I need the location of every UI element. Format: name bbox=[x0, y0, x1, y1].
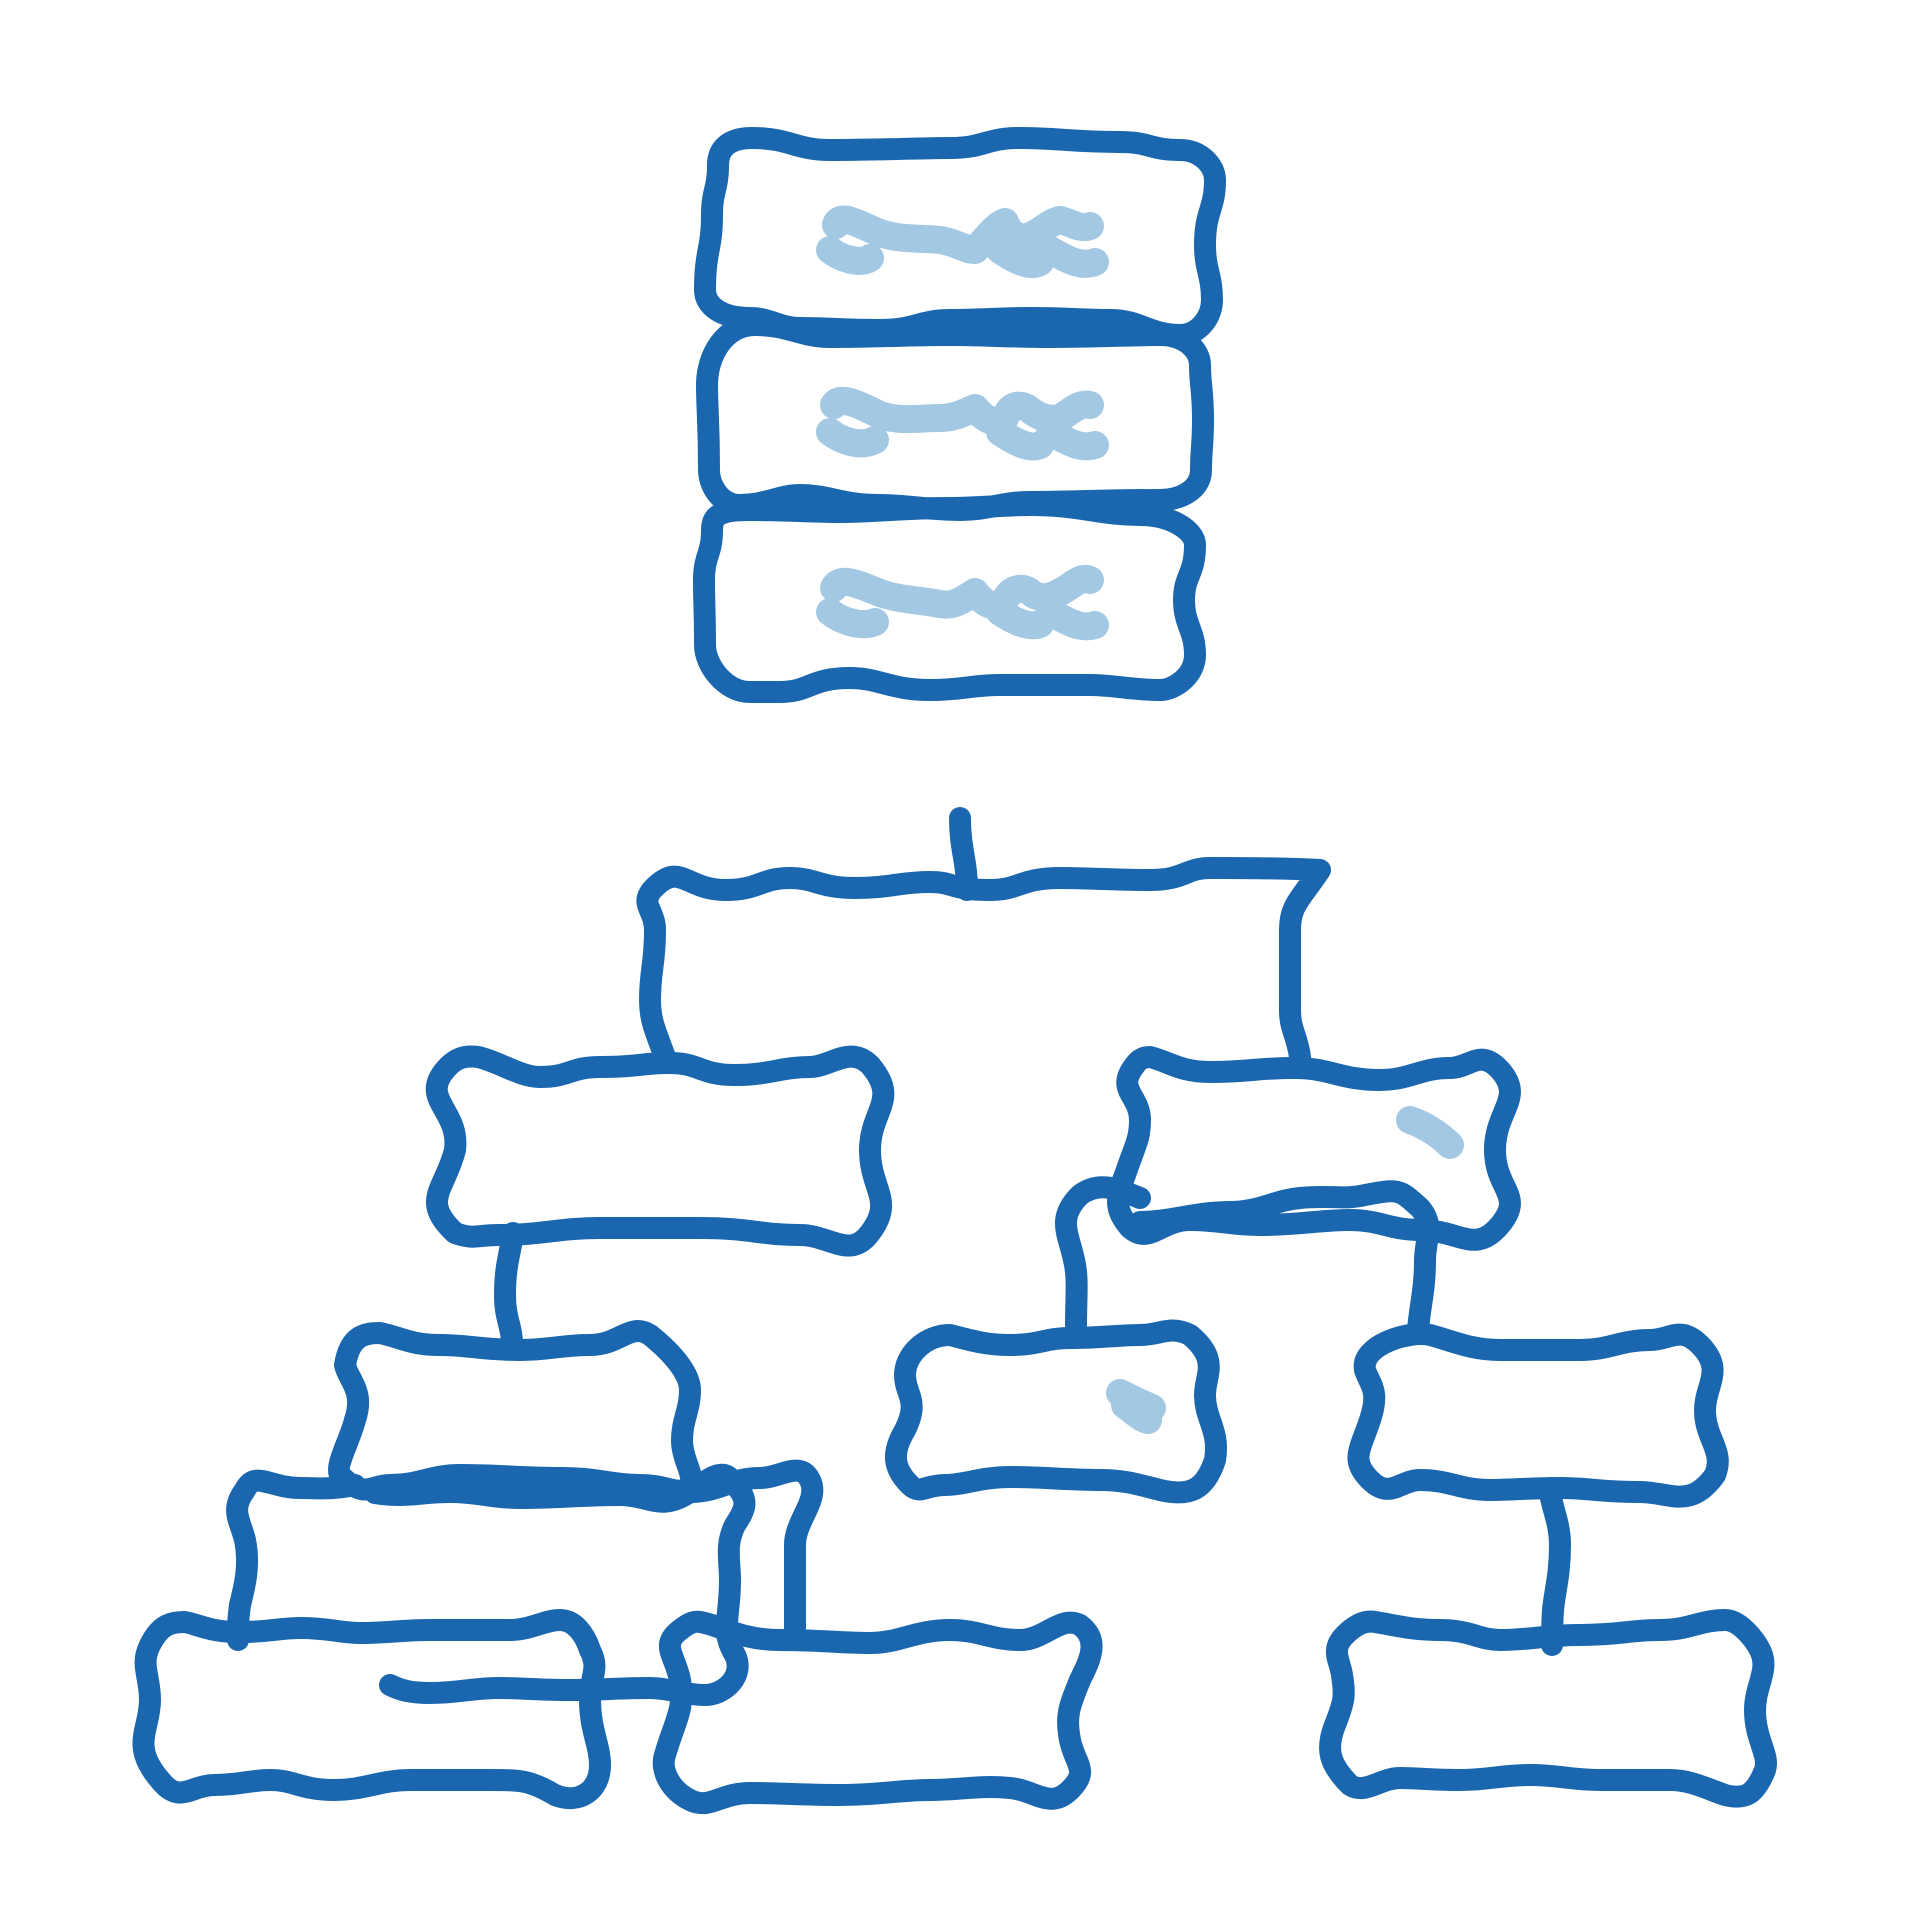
tree-node-level3-wide bbox=[364, 1463, 756, 1706]
database-disk-bottom bbox=[693, 494, 1206, 703]
database-stack-icon bbox=[693, 127, 1226, 703]
tree-node-level3-left bbox=[328, 1320, 703, 1502]
tree-hierarchy-icon bbox=[132, 807, 1777, 1815]
tree-node-level3-middle-mark bbox=[1106, 1379, 1166, 1434]
tree-node-level2-right-mark bbox=[1396, 1106, 1464, 1159]
tree-node-level4-middle bbox=[652, 1610, 1103, 1815]
tree-node-level4-left bbox=[132, 1609, 611, 1810]
database-disk-bottom-squiggle bbox=[816, 564, 1109, 641]
tree-node-level4-right bbox=[1319, 1609, 1777, 1808]
connector-l2left-to-l3a bbox=[494, 1222, 524, 1356]
tree-node-level3-right bbox=[1347, 1323, 1729, 1508]
bracket-l2right-children bbox=[1055, 1176, 1440, 1341]
connector-l3left-to-l4left bbox=[226, 1469, 366, 1651]
tree-node-level2-right bbox=[1107, 1046, 1521, 1251]
tree-node-level3-middle bbox=[884, 1319, 1227, 1504]
database-disk-middle bbox=[696, 314, 1214, 521]
tree-node-level2-left bbox=[425, 1045, 895, 1257]
root-bracket bbox=[636, 857, 1331, 1068]
database-disk-middle-squiggle bbox=[816, 386, 1109, 461]
connector-l3wide-to-l4middle bbox=[679, 1459, 824, 1641]
database-disk-top-squiggle bbox=[816, 205, 1109, 278]
connector-l3right-to-l4right bbox=[1539, 1477, 1571, 1656]
